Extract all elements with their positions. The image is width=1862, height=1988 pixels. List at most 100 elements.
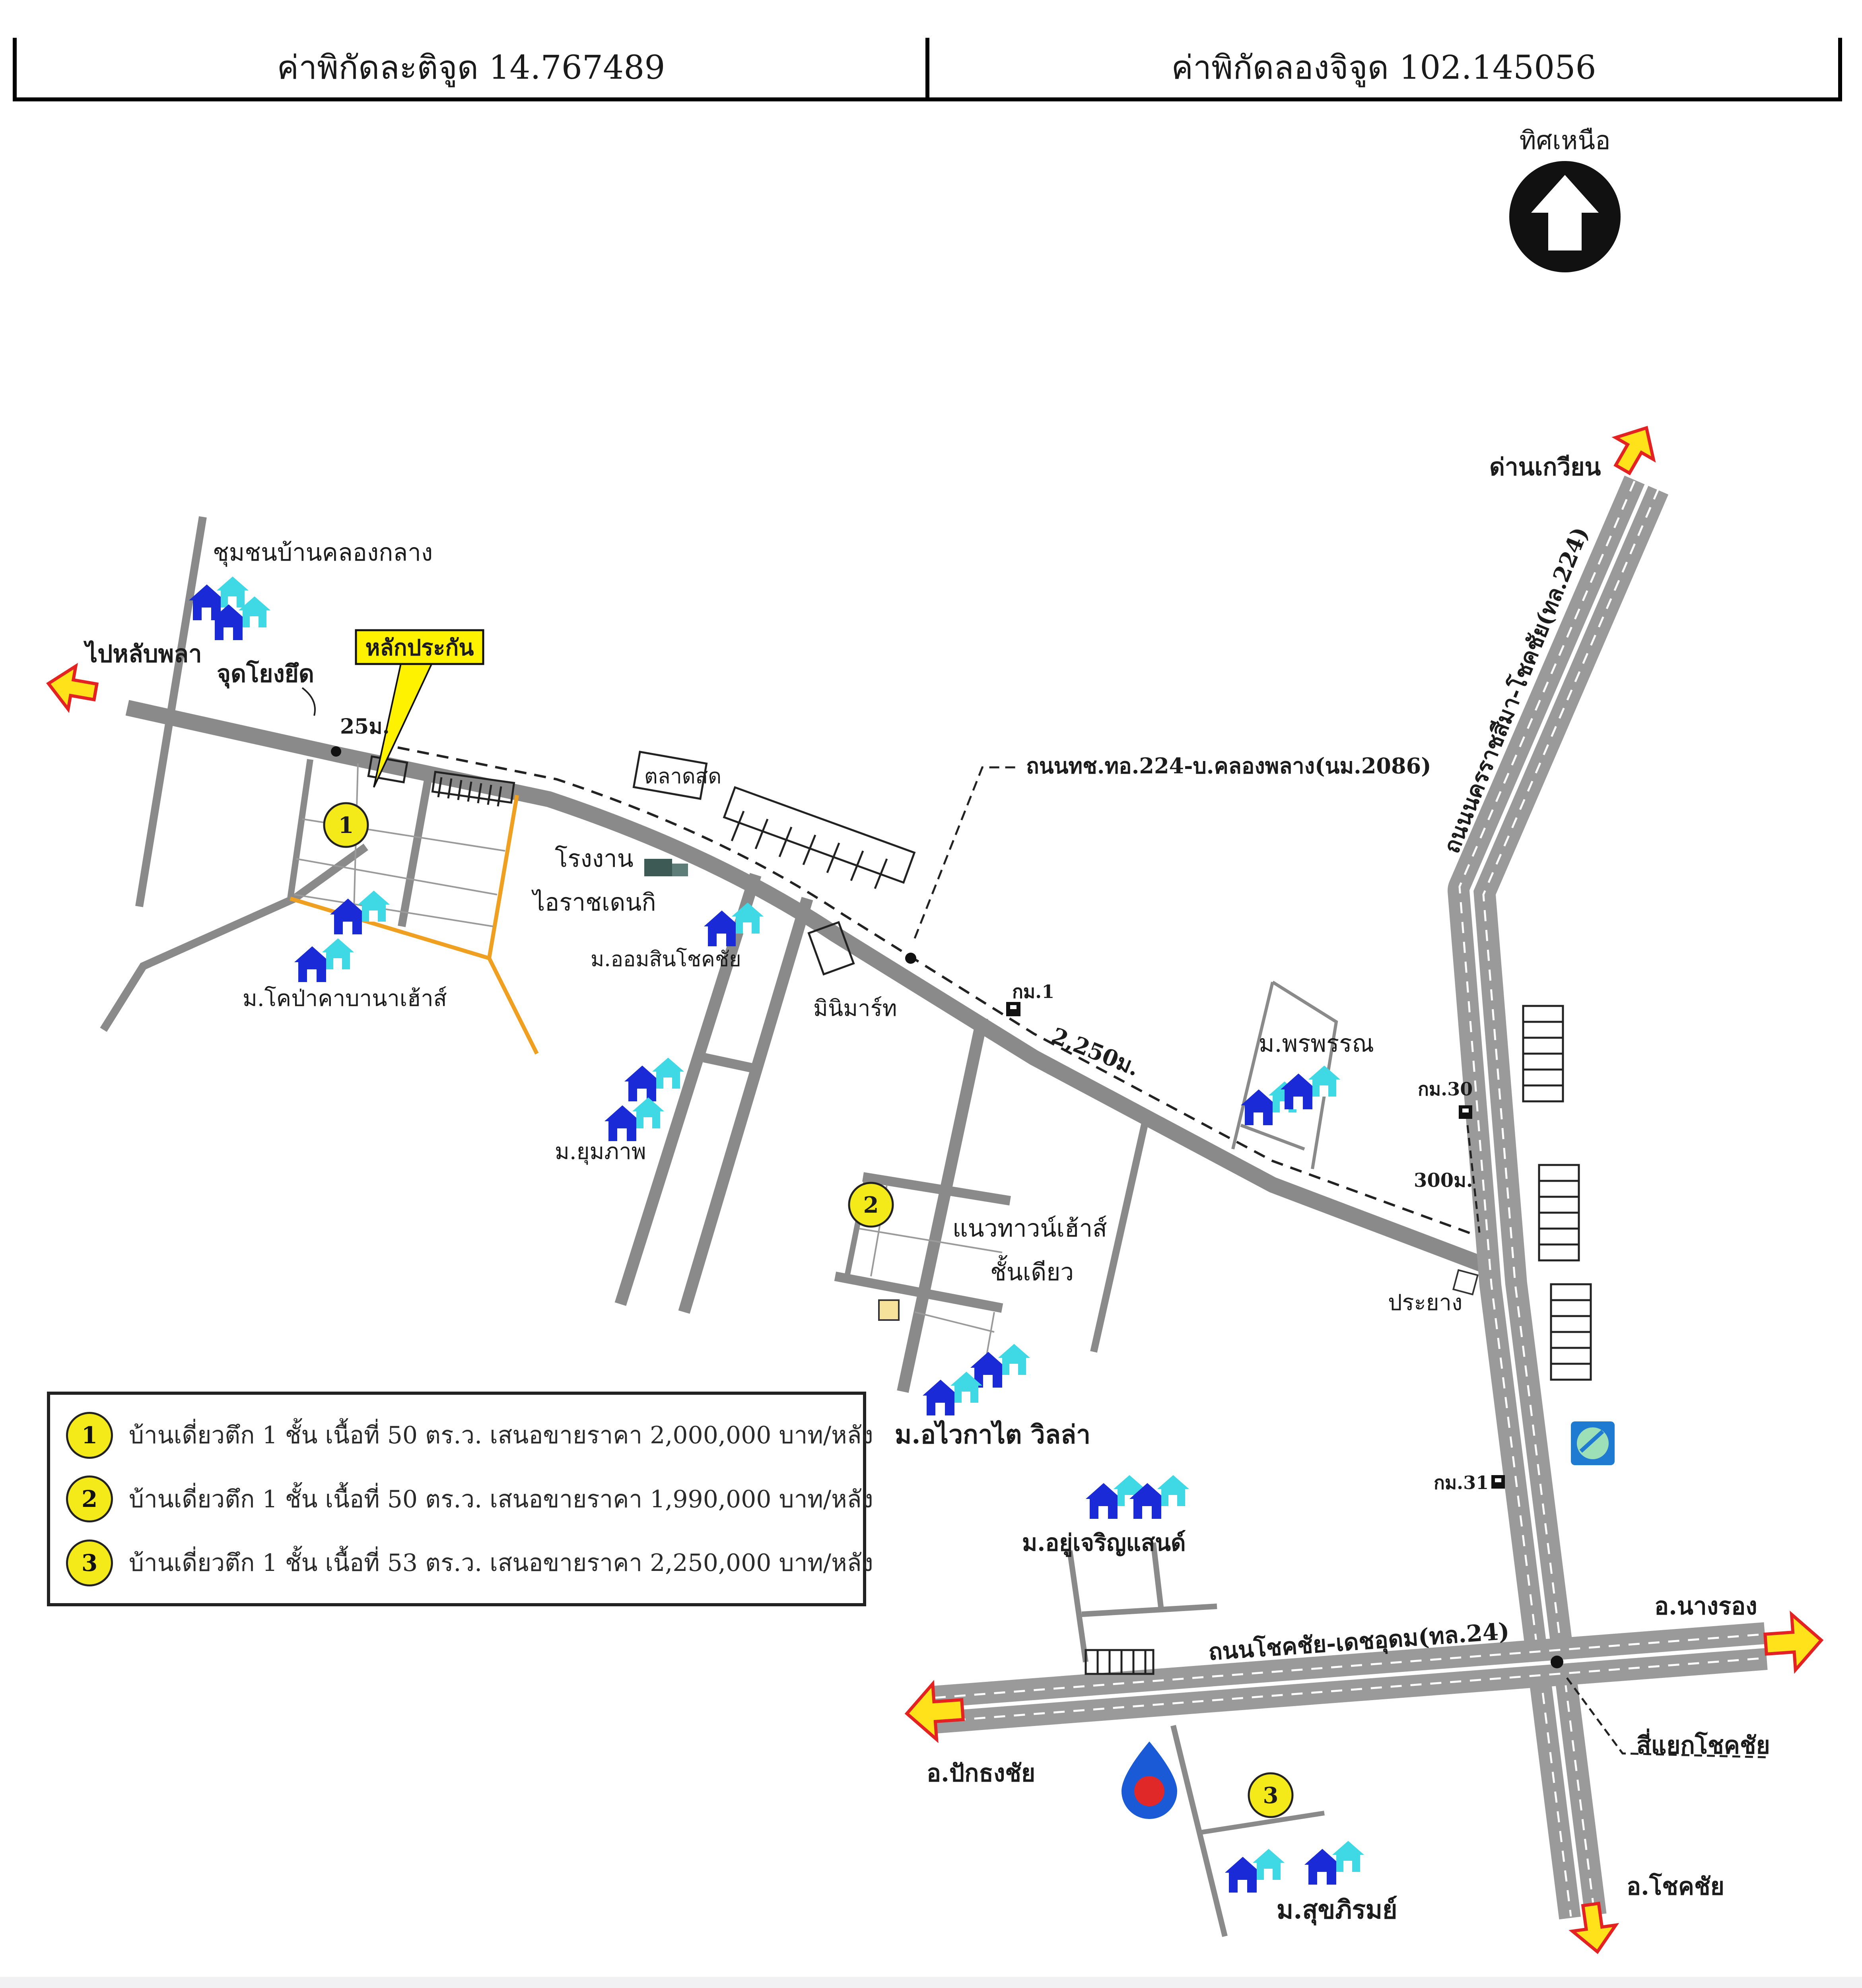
house-icon-group-1 [189,577,270,640]
dashed-distance-line [397,746,1480,1238]
prayang-building [1452,1269,1479,1296]
svg-text:1: 1 [338,812,354,839]
legend-text-2: บ้านเดี่ยวตึก 1 ชั้น เนื้อที่ 50 ตร.ว. เ… [129,1485,873,1513]
label-village-ikaokai: ม.อไวกาไต วิลล่า [895,1420,1090,1450]
label-pak-thong-chai: อ.ปักธงชัย [927,1759,1035,1787]
arrow-nang-rong [1763,1610,1824,1674]
north-arrow-icon [1509,161,1621,272]
arrow-pak-thong-chai [904,1680,965,1743]
house-icon-group-9 [1225,1841,1364,1893]
road-224-2086 [125,700,1506,1280]
village-suphawan-road [1231,980,1338,1169]
site-marker-3: 3 [1248,1772,1294,1818]
label-townhouse-1: แนวทาวน์เฮ้าส์ [952,1215,1107,1242]
dist-300m-line [1466,1125,1481,1233]
road-middle-left [614,873,762,1306]
arrow-to-nong-bua [46,663,99,713]
label-nang-rong: อ.นางรอง [1654,1592,1757,1620]
legend-marker-3: 3 [66,1539,113,1586]
gas-station-icon-ptt [1121,1741,1177,1819]
latitude-label: ค่าพิกัดละติจูด 14.767489 [277,49,665,87]
hatch-block-south [1085,1649,1155,1675]
label-village-sukrirom: ม.สุขภิรมย์ [1277,1895,1397,1926]
road-site2-top [862,1172,1011,1206]
legend-marker-1: 1 [66,1411,113,1459]
label-road-224-2086: ถนนทช.ทอ.224-บ.คลองพลาง(นม.2086) [1026,753,1431,779]
label-to-nong-bua: ไปหลับพลา [83,640,202,668]
svg-text:3: 3 [1263,1782,1279,1809]
road-west-lot-boundary [287,759,313,899]
legend-text-1: บ้านเดี่ยวตึก 1 ชั้น เนื้อที่ 50 ตร.ว. เ… [129,1421,873,1449]
road-east-middle [1090,1120,1149,1353]
label-village-pho-pa: ม.โคป่าคาบานาเฮ้าส์ [243,986,447,1011]
roads-south [1067,1542,1325,1937]
coordinate-header: ค่าพิกัดละติจูด 14.767489 ค่าพิกัดลองจิจ… [13,38,1842,101]
legend-row-1: 1 บ้านเดี่ยวตึก 1 ชั้น เนื้อที่ 50 ตร.ว.… [66,1411,873,1459]
leader-chokchai [1566,1677,1770,1759]
highway-24 [933,1622,1768,1734]
highway-224 [1448,476,1669,1920]
km-marker-icon-1 [1006,1002,1020,1016]
label-market: ตลาดสด [644,765,721,788]
label-factory-2: ไอราชเดนกิ [531,889,656,916]
label-chok-chai: อ.โชคชัย [1627,1872,1724,1901]
label-community-khlong-klang: ชุมชนบ้านคลองกลาง [213,539,433,567]
factory-icon [644,859,688,876]
arrow-dan-kwian [1611,425,1656,476]
legend-box: 1 บ้านเดี่ยวตึก 1 ชั้น เนื้อที่ 50 ตร.ว.… [47,1392,873,1606]
arrow-chok-chai [1569,1901,1619,1954]
u-turn-leader [301,687,316,716]
junction-dot-1 [905,953,916,964]
label-dist-300m: 300ม. [1414,1169,1473,1192]
house-icon-group-4 [704,903,764,946]
km-marker-icon-30 [1459,1105,1472,1119]
label-km1: กม.1 [1012,981,1054,1002]
label-village-suphawan: ม.พรพรรณ [1259,1030,1374,1058]
svg-text:2: 2 [863,1192,879,1218]
road-west-curve [100,843,368,1032]
u-turn-dot [331,746,341,757]
orange-boundary [290,795,539,1055]
longitude-label: ค่าพิกัดลองจิจูด 102.145056 [925,38,1838,97]
label-u-turn-point: จุดโยงยึด [217,660,314,689]
road-site2-bottom [834,1272,1003,1313]
legend-row-2: 2 บ้านเดี่ยวตึก 1 ชั้น เนื้อที่ 50 ตร.ว.… [66,1475,873,1522]
gas-station-icon-green [1571,1421,1615,1465]
legend-marker-2: 2 [66,1475,113,1522]
label-dist-25m: 25ม. [340,714,390,739]
site-marker-1: 1 [323,802,369,848]
label-mini-mart: มินิมาร์ท [813,996,897,1021]
km-marker-icon-31 [1491,1475,1505,1489]
hatch-block-1 [367,755,515,807]
label-km30: กม.30 [1418,1078,1473,1100]
legend-row-3: 3 บ้านเดี่ยวตึก 1 ชั้น เนื้อที่ 53 ตร.ว.… [66,1539,873,1586]
junction-dot-chokchai [1551,1656,1563,1668]
hatch-block-market [632,751,916,976]
site2-building [878,1299,900,1321]
collateral-callout: หลักประกัน [355,629,484,788]
road-site2-vertical [897,1016,988,1393]
house-icon-group-7 [923,1344,1030,1415]
label-village-orn-sin: ม.ออมสินโชคชัย [591,947,741,971]
house-icon-group-8 [1086,1475,1189,1519]
house-icon-group-6 [1241,1066,1340,1125]
site-marker-2: 2 [848,1182,894,1228]
label-prayang: ประยาง [1388,1290,1462,1316]
house-icon-group-3 [294,938,354,982]
label-km31: กม.31 [1434,1472,1489,1493]
hatch-blocks-highway [1522,1005,1592,1381]
label-village-yu-charoen: ม.อยู่เจริญแสนด์ [1022,1529,1186,1557]
collateral-label: หลักประกัน [365,635,474,661]
label-factory-1: โรงงาน [555,845,634,873]
label-chokchai-junction: สี่แยกโชคชัย [1637,1728,1770,1759]
house-icon-group-2 [330,891,390,934]
footer-strip [0,1977,1862,1988]
road-middle-link [703,1053,761,1074]
road-middle-right [678,897,813,1314]
road-west-vertical [135,516,207,907]
label-village-um-phaphang: ม.ยุมภาพ [555,1139,646,1165]
road-west-lot-inner [398,771,433,927]
legend-text-3: บ้านเดี่ยวตึก 1 ชั้น เนื้อที่ 53 ตร.ว. เ… [129,1549,873,1577]
label-townhouse-2: ชั้นเดียว [990,1255,1074,1286]
